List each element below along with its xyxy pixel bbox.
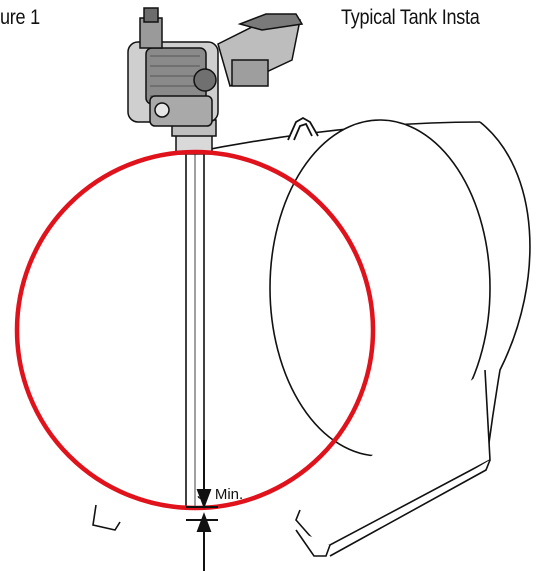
figure-title: Typical Tank Insta [341, 6, 480, 29]
figure-number-label: ure 1 [0, 6, 40, 29]
clearance-label: 3" Min. [197, 486, 243, 503]
pump-assembly [127, 7, 304, 155]
tank-top-edge [189, 121, 481, 154]
saddle-left-leg [92, 504, 121, 531]
vent-bracket [287, 116, 319, 141]
tank-right-edge [479, 121, 531, 451]
clearance-dimension [186, 440, 218, 571]
upper-arrow-head [196, 489, 212, 509]
suction-tube [185, 149, 205, 508]
tank-body [189, 119, 531, 521]
tank-saddle [92, 369, 491, 557]
